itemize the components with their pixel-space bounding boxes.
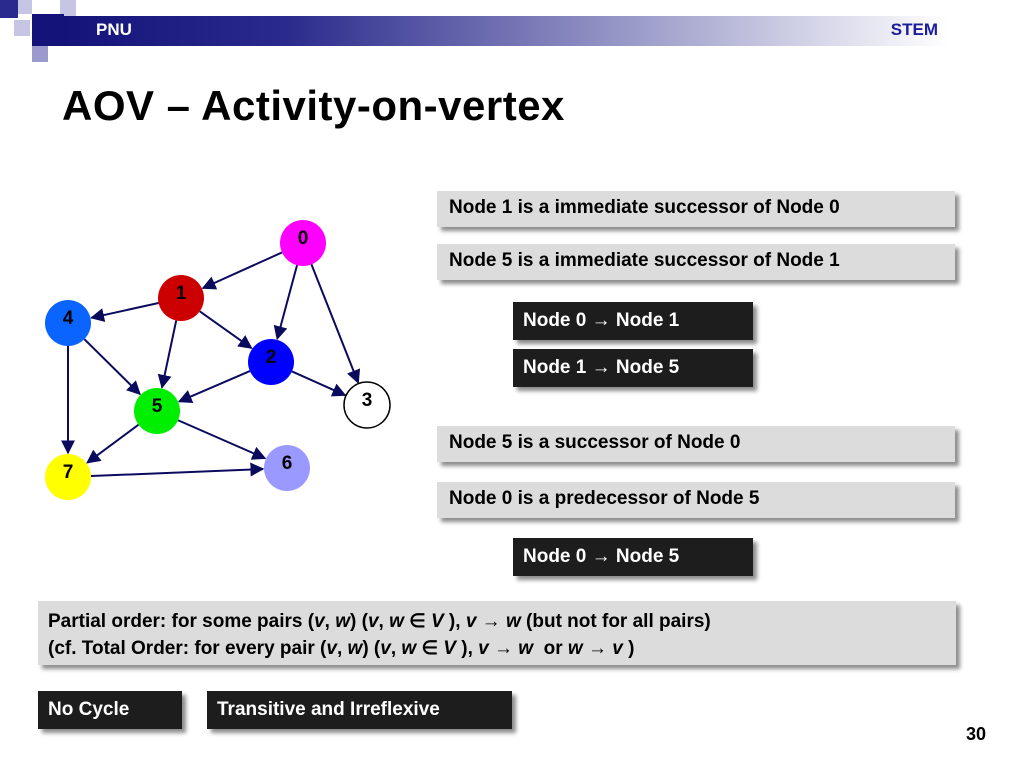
var-v: v <box>380 638 391 659</box>
text: , <box>324 611 336 632</box>
edge-0-1 <box>201 251 283 290</box>
partial-order-line: Partial order: for some pairs (v, w) (v,… <box>48 608 956 635</box>
edge-2-3 <box>291 370 347 397</box>
node-2: 2 <box>248 339 294 385</box>
relation-node1-node5: Node 1 → Node 5 <box>513 349 753 387</box>
node-6: 6 <box>264 445 310 491</box>
node-circle <box>280 220 326 266</box>
text: ) <box>622 638 635 659</box>
text: or <box>533 638 568 659</box>
edge-5-7 <box>86 423 140 464</box>
statement-immediate-successor-2: Node 5 is a immediate successor of Node … <box>437 244 955 280</box>
var-v: v <box>612 638 623 659</box>
transitive-irreflexive-label: Transitive and Irreflexive <box>207 691 512 729</box>
header-square <box>32 46 48 62</box>
edge-1-4 <box>90 301 159 322</box>
edge-1-2 <box>199 310 253 349</box>
var-w: w <box>518 638 534 659</box>
text: , <box>390 638 402 659</box>
header-square <box>32 14 64 46</box>
total-order-line: (cf. Total Order: for every pair (v, w) … <box>48 635 956 662</box>
node-label: 4 <box>63 308 74 329</box>
node-0: 0 <box>280 220 326 266</box>
node-circle <box>248 339 294 385</box>
text: Partial order: for some pairs ( <box>48 611 315 632</box>
arrow-symbol: → <box>582 638 613 659</box>
edge-7-6 <box>90 462 265 478</box>
set-V: V <box>430 611 444 632</box>
var-w: w <box>347 638 363 659</box>
text: ) ( <box>362 638 381 659</box>
set-V: V <box>443 638 456 659</box>
aov-graph: 0 1 2 3 4 5 6 7 <box>45 220 391 500</box>
header-square <box>14 20 30 36</box>
node-circle <box>45 300 91 346</box>
text: (but not for all pairs) <box>520 611 711 632</box>
var-v: v <box>314 611 325 632</box>
relation-node0-node1: Node 0 → Node 1 <box>513 302 753 340</box>
element-of-symbol: ∈ <box>403 611 431 632</box>
var-v: v <box>465 611 477 632</box>
var-v: v <box>326 638 337 659</box>
header-square <box>0 0 18 18</box>
node-label: 6 <box>282 453 293 474</box>
element-of-symbol: ∈ <box>416 638 444 659</box>
relation-node0-node5: Node 0 → Node 5 <box>513 538 753 576</box>
text: , <box>336 638 348 659</box>
edge-0-3 <box>310 264 361 384</box>
var-w: w <box>401 638 417 659</box>
header-right-label: STEM <box>890 20 938 39</box>
node-circle <box>343 381 391 429</box>
node-circle <box>158 275 204 321</box>
statement-immediate-successor-1: Node 1 is a immediate successor of Node … <box>437 191 955 227</box>
node-label: 5 <box>152 396 163 417</box>
var-w: w <box>389 611 404 632</box>
edge-5-6 <box>177 419 267 460</box>
statement-predecessor: Node 0 is a predecessor of Node 5 <box>437 482 955 518</box>
edge-4-5 <box>83 338 141 396</box>
statement-successor: Node 5 is a successor of Node 0 <box>437 426 955 462</box>
node-label: 7 <box>63 462 74 483</box>
page-number: 30 <box>965 724 986 744</box>
var-v: v <box>367 611 379 632</box>
node-label: 2 <box>266 347 277 368</box>
node-circle <box>264 445 310 491</box>
node-1: 1 <box>158 275 204 321</box>
node-label: 1 <box>176 283 187 304</box>
text: ), <box>443 611 466 632</box>
var-w: w <box>567 638 583 659</box>
text: (cf. Total Order: for every pair ( <box>48 638 327 659</box>
no-cycle-label: No Cycle <box>38 691 182 729</box>
var-w: w <box>335 611 350 632</box>
var-w: w <box>505 611 521 632</box>
node-3: 3 <box>343 381 391 429</box>
header-bar <box>64 16 948 46</box>
text: , <box>378 611 390 632</box>
node-circle <box>134 388 180 434</box>
header-square <box>18 0 32 14</box>
text: ) ( <box>350 611 368 632</box>
edge-2-5 <box>177 370 251 403</box>
edge-0-2 <box>273 264 298 341</box>
node-5: 5 <box>134 388 180 434</box>
slide-title: AOV – Activity-on-vertex <box>62 82 565 129</box>
header-square <box>60 0 76 16</box>
var-v: v <box>478 638 489 659</box>
text: ), <box>455 638 479 659</box>
edge-1-5 <box>157 320 178 389</box>
node-label: 3 <box>362 390 373 411</box>
node-7: 7 <box>45 454 91 500</box>
header-left-label: PNU <box>96 20 132 39</box>
node-label: 0 <box>298 228 309 249</box>
partial-order-box: Partial order: for some pairs (v, w) (v,… <box>38 601 956 665</box>
arrow-symbol: → <box>488 638 519 659</box>
node-4: 4 <box>45 300 91 346</box>
node-circle <box>45 454 91 500</box>
arrow-symbol: → <box>476 611 506 632</box>
